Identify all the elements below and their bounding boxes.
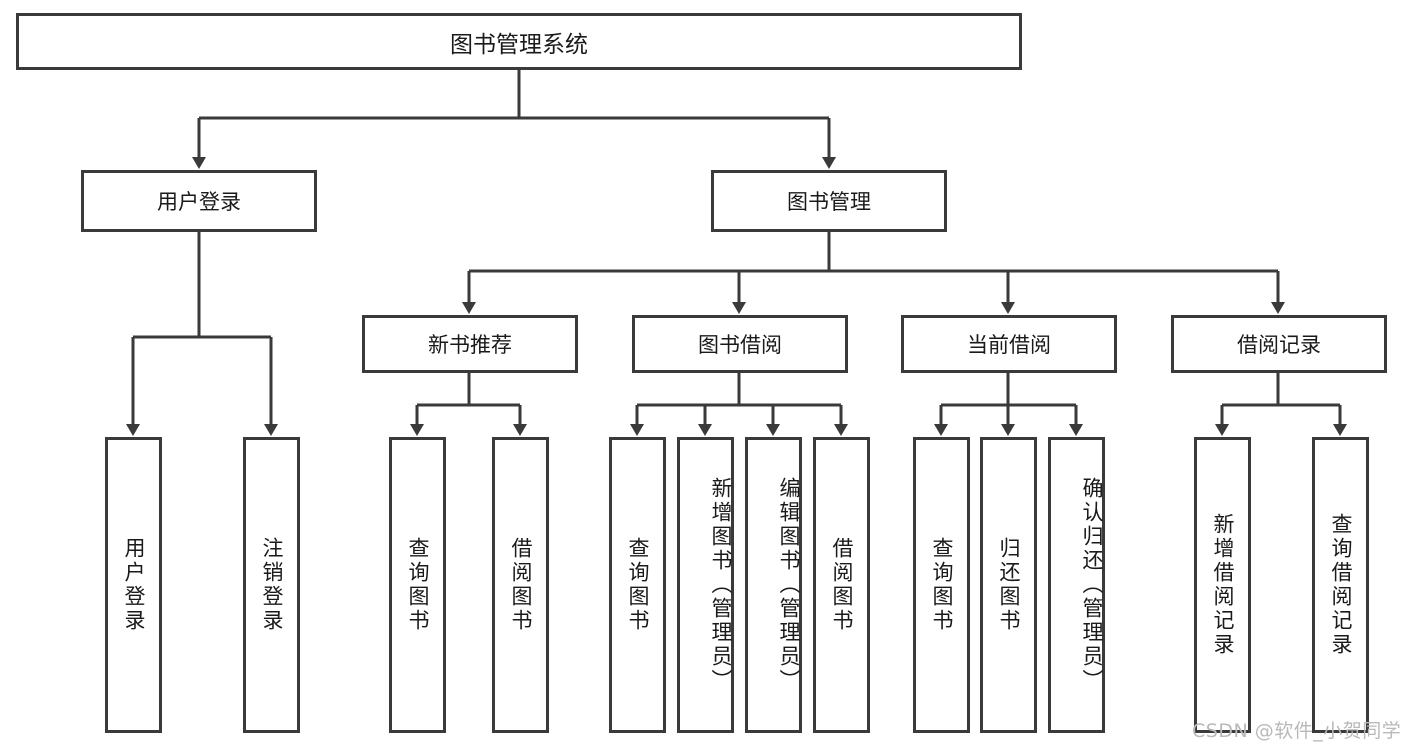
node-current-borrow-label: 当前借阅 xyxy=(967,333,1051,357)
node-leaf-borrow-book-2-label: 借阅图书 xyxy=(830,537,854,633)
node-leaf-add-book-label: 新增图书（管理员） xyxy=(709,477,733,693)
node-leaf-return-book[interactable]: 归还图书 xyxy=(980,437,1037,733)
node-leaf-logout[interactable]: 注销登录 xyxy=(243,437,300,733)
node-borrow-record[interactable]: 借阅记录 xyxy=(1171,315,1387,373)
node-user-login[interactable]: 用户登录 xyxy=(81,170,317,232)
node-book-manage-label: 图书管理 xyxy=(787,190,871,214)
node-leaf-borrow-book-1-label: 借阅图书 xyxy=(509,537,533,633)
node-user-login-label: 用户登录 xyxy=(157,190,241,214)
node-leaf-borrow-book-1[interactable]: 借阅图书 xyxy=(492,437,549,733)
node-new-book-rec-label: 新书推荐 xyxy=(428,333,512,357)
node-root-label: 图书管理系统 xyxy=(450,31,588,58)
node-leaf-query-record-label: 查询借阅记录 xyxy=(1329,513,1353,657)
node-leaf-user-login[interactable]: 用户登录 xyxy=(105,437,162,733)
node-leaf-add-record-label: 新增借阅记录 xyxy=(1211,513,1235,657)
node-root[interactable]: 图书管理系统 xyxy=(16,13,1022,70)
node-leaf-confirm-return-label: 确认归还（管理员） xyxy=(1080,477,1104,693)
node-leaf-query-book-3-label: 查询图书 xyxy=(930,537,954,633)
node-leaf-query-book-1-label: 查询图书 xyxy=(406,537,430,633)
node-leaf-logout-label: 注销登录 xyxy=(260,537,284,633)
node-leaf-query-record[interactable]: 查询借阅记录 xyxy=(1312,437,1369,733)
node-leaf-borrow-book-2[interactable]: 借阅图书 xyxy=(813,437,870,733)
node-leaf-query-book-1[interactable]: 查询图书 xyxy=(389,437,446,733)
node-leaf-add-record[interactable]: 新增借阅记录 xyxy=(1194,437,1251,733)
node-leaf-query-book-2[interactable]: 查询图书 xyxy=(609,437,666,733)
node-leaf-add-book[interactable]: 新增图书（管理员） xyxy=(677,437,734,733)
node-leaf-return-book-label: 归还图书 xyxy=(997,537,1021,633)
csdn-watermark: CSDN @软件_小贺同学 xyxy=(1192,720,1402,742)
node-leaf-query-book-2-label: 查询图书 xyxy=(626,537,650,633)
node-leaf-user-login-label: 用户登录 xyxy=(122,537,146,633)
node-borrow-record-label: 借阅记录 xyxy=(1237,333,1321,357)
node-book-manage[interactable]: 图书管理 xyxy=(711,170,947,232)
node-book-borrow[interactable]: 图书借阅 xyxy=(632,315,848,373)
node-leaf-query-book-3[interactable]: 查询图书 xyxy=(913,437,970,733)
node-leaf-edit-book[interactable]: 编辑图书（管理员） xyxy=(745,437,802,733)
node-current-borrow[interactable]: 当前借阅 xyxy=(901,315,1117,373)
node-book-borrow-label: 图书借阅 xyxy=(698,333,782,357)
node-leaf-confirm-return[interactable]: 确认归还（管理员） xyxy=(1048,437,1105,733)
node-new-book-rec[interactable]: 新书推荐 xyxy=(362,315,578,373)
node-leaf-edit-book-label: 编辑图书（管理员） xyxy=(777,477,801,693)
